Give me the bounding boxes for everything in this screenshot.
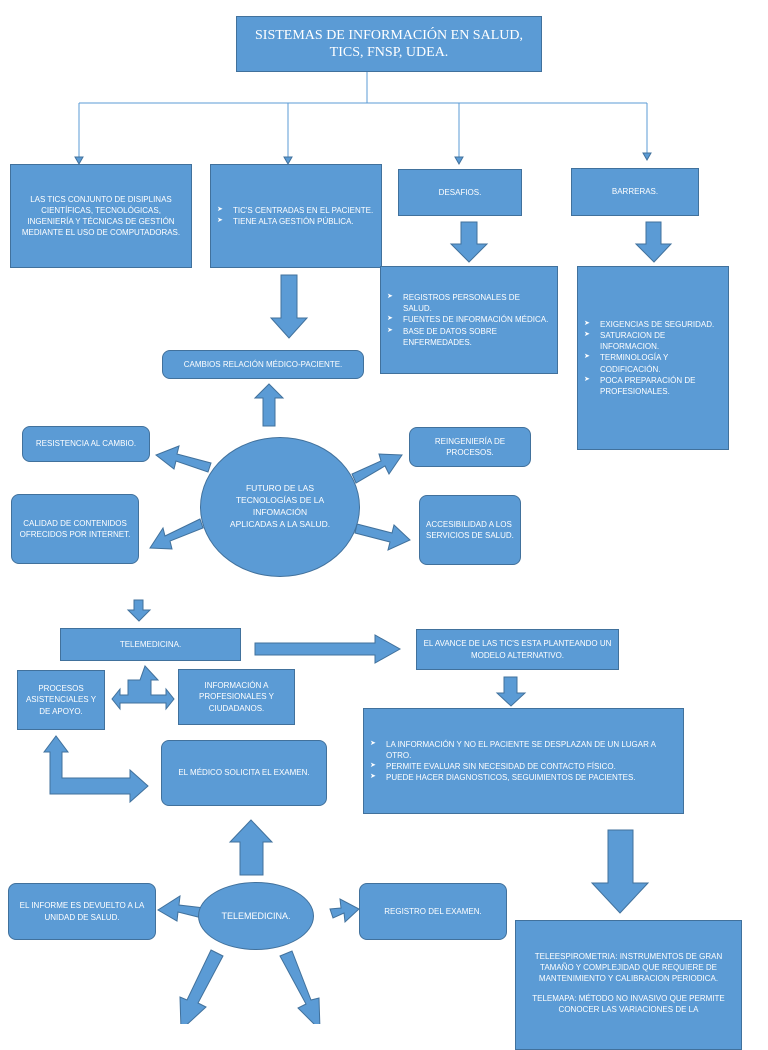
list-item: FUENTES DE INFORMACIÓN MÉDICA.	[387, 314, 551, 325]
advance-box: EL AVANCE DE LAS TIC'S ESTA PLANTEANDO U…	[416, 629, 619, 670]
resistance-box: RESISTENCIA AL CAMBIO.	[22, 426, 150, 462]
alternative-model-list: LA INFORMACIÓN Y NO EL PACIENTE SE DESPL…	[370, 739, 677, 784]
challenges-list: REGISTROS PERSONALES DE SALUD. FUENTES D…	[387, 292, 551, 348]
reengineering-box: REINGENIERÍA DE PROCESOS.	[409, 427, 531, 467]
accessibility-box: ACCESIBILIDAD A LOS SERVICIOS DE SALUD.	[419, 495, 521, 565]
list-item: TIC'S CENTRADAS EN EL PACIENTE.	[217, 205, 375, 216]
main-title: SISTEMAS DE INFORMACIÓN EN SALUD, TICS, …	[236, 16, 542, 72]
list-item: SATURACION DE INFORMACION.	[584, 330, 722, 352]
telemedicine-box: TELEMEDICINA.	[60, 628, 241, 661]
arrow-up-futuro	[253, 383, 285, 427]
connector-arrows	[43, 72, 673, 1024]
arrow-down-desafios	[449, 221, 489, 263]
arrow-down-barreras	[634, 221, 673, 263]
arrow-down-left	[179, 949, 224, 1024]
future-ellipse: FUTURO DE LAS TECNOLOGÍAS DE LA INFOMACI…	[200, 437, 360, 577]
arrow-to-registro	[329, 898, 360, 924]
content-quality-box: CALIDAD DE CONTENIDOS OFRECIDOS POR INTE…	[11, 494, 139, 564]
arrow-head	[283, 156, 293, 166]
barriers-list-box: EXIGENCIAS DE SEGURIDAD. SATURACION DE I…	[577, 266, 729, 450]
alternative-model-box: LA INFORMACIÓN Y NO EL PACIENTE SE DESPL…	[363, 708, 684, 814]
telespirometry-text: TELEESPIROMETRIA: INSTRUMENTOS DE GRAN T…	[534, 952, 723, 984]
list-item: POCA PREPARACIÓN DE PROFESIONALES.	[584, 375, 722, 397]
challenges-label: DESAFIOS.	[398, 169, 522, 216]
list-item: REGISTROS PERSONALES DE SALUD.	[387, 292, 551, 314]
doctor-request-box: EL MÉDICO SOLICITA EL EXAMEN.	[161, 740, 327, 806]
patient-centered-box: TIC'S CENTRADAS EN EL PACIENTE. TIENE AL…	[210, 164, 382, 268]
arrow-head	[454, 156, 464, 166]
arrow-down-right	[279, 950, 321, 1024]
definition-box: LAS TICS CONJUNTO DE DISIPLINAS CIENTÍFI…	[10, 164, 192, 268]
list-item: PERMITE EVALUAR SIN NECESIDAD DE CONTACT…	[370, 761, 677, 772]
list-item: LA INFORMACIÓN Y NO EL PACIENTE SE DESPL…	[370, 739, 677, 761]
arrow-down-modelo	[495, 676, 527, 707]
list-item: TERMINOLOGÍA Y CODIFICACIÓN.	[584, 352, 722, 374]
patient-centered-list: TIC'S CENTRADAS EN EL PACIENTE. TIENE AL…	[217, 205, 375, 227]
barriers-label: BARRERAS.	[571, 168, 699, 216]
arrow-up-medico	[228, 819, 274, 876]
arrow-down-telemedicina	[126, 599, 152, 622]
challenges-list-box: REGISTROS PERSONALES DE SALUD. FUENTES D…	[380, 266, 558, 374]
arrow-head	[74, 156, 84, 166]
arrow-down-cambios	[269, 274, 309, 339]
telespirometry-box: TELEESPIROMETRIA: INSTRUMENTOS DE GRAN T…	[515, 920, 742, 1050]
arrow-to-accesibilidad	[354, 523, 411, 551]
exam-registry-box: REGISTRO DEL EXAMEN.	[359, 883, 507, 940]
arrow-down-teleespirometria	[590, 829, 650, 914]
list-item: PUEDE HACER DIAGNOSTICOS, SEGUIMIENTOS D…	[370, 772, 677, 783]
arrow-to-reingenieria	[351, 453, 403, 484]
telemedicine-ellipse: TELEMEDICINA.	[198, 882, 314, 950]
list-item: BASE DE DATOS SOBRE ENFERMEDADES.	[387, 326, 551, 348]
arrow-to-avance	[254, 634, 402, 664]
arrow-to-calidad	[149, 518, 204, 550]
care-processes-box: PROCESOS ASISTENCIALES Y DE APOYO.	[17, 670, 105, 730]
information-box: INFORMACIÓN A PROFESIONALES Y CIUDADANOS…	[178, 669, 295, 725]
report-returned-box: EL INFORME ES DEVUELTO A LA UNIDAD DE SA…	[8, 883, 156, 940]
telespirometry-text-group: TELEESPIROMETRIA: INSTRUMENTOS DE GRAN T…	[522, 951, 735, 1015]
list-item: EXIGENCIAS DE SEGURIDAD.	[584, 319, 722, 330]
arrow-cross-telemedicina	[111, 665, 175, 711]
barriers-list: EXIGENCIAS DE SEGURIDAD. SATURACION DE I…	[584, 319, 722, 397]
telemap-text: TELEMAPA: MÉTODO NO INVASIVO QUE PERMITE…	[532, 993, 725, 1014]
list-item: TIENE ALTA GESTIÓN PÚBLICA.	[217, 216, 375, 227]
arrow-to-resistencia	[154, 445, 212, 473]
arrow-elbow-procesos	[43, 735, 149, 804]
title-connector-lines	[78, 72, 648, 160]
arrow-head	[642, 152, 652, 162]
doctor-patient-change-box: CAMBIOS RELACIÓN MÉDICO-PACIENTE.	[162, 350, 364, 379]
